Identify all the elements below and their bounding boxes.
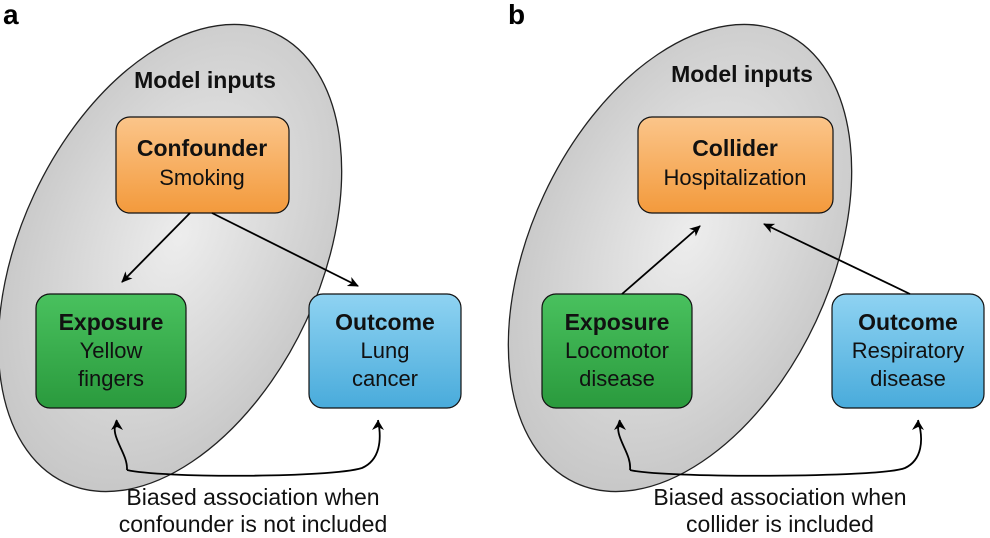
model-inputs-heading-b: Model inputs <box>671 61 813 87</box>
exposure-line1-b: Locomotor <box>565 338 669 363</box>
outcome-line2-b: disease <box>870 366 946 391</box>
exposure-line1-a: Yellow <box>80 338 143 363</box>
caption-line1-a: Biased association when <box>126 484 379 510</box>
arrow-confounder-to-outcome <box>211 212 359 287</box>
confounder-title: Confounder <box>137 135 267 161</box>
confounder-value: Smoking <box>159 165 245 190</box>
confounder-box: Confounder Smoking <box>115 116 290 214</box>
exposure-title-a: Exposure <box>59 309 164 335</box>
panel-a-label: a <box>3 0 19 30</box>
caption-line2-b: collider is included <box>686 511 874 537</box>
exposure-title-b: Exposure <box>565 309 670 335</box>
exposure-line2-b: disease <box>579 366 655 391</box>
outcome-title-a: Outcome <box>335 309 435 335</box>
arrowhead-exposure-a <box>111 420 123 430</box>
panel-a: a Model inputs Confounder Smoking Exposu… <box>0 0 462 537</box>
outcome-line1-b: Respiratory <box>852 338 964 363</box>
arrowhead-exposure-b <box>614 420 626 430</box>
collider-value: Hospitalization <box>663 165 806 190</box>
caption-line1-b: Biased association when <box>653 484 906 510</box>
outcome-title-b: Outcome <box>858 309 958 335</box>
arrow-outcome-to-collider <box>763 223 911 295</box>
exposure-box-b: Exposure Locomotor disease <box>541 293 693 409</box>
outcome-line2-a: cancer <box>352 366 418 391</box>
outcome-box-a: Outcome Lung cancer <box>308 293 462 409</box>
arrow-exposure-to-collider <box>621 225 701 295</box>
exposure-box-a: Exposure Yellow fingers <box>35 293 187 409</box>
arrow-confounder-to-exposure <box>121 212 191 283</box>
collider-title: Collider <box>692 135 778 161</box>
exposure-line2-a: fingers <box>78 366 144 391</box>
arrowhead-outcome-b <box>912 420 924 430</box>
panel-b: b Model inputs Collider Hospitalization … <box>507 0 985 537</box>
outcome-line1-a: Lung <box>361 338 410 363</box>
arrowhead-outcome-a <box>372 420 384 430</box>
collider-box: Collider Hospitalization <box>637 116 834 214</box>
panel-b-label: b <box>508 0 525 30</box>
model-inputs-heading-a: Model inputs <box>134 67 276 93</box>
caption-line2-a: confounder is not included <box>119 511 388 537</box>
outcome-box-b: Outcome Respiratory disease <box>831 293 985 409</box>
